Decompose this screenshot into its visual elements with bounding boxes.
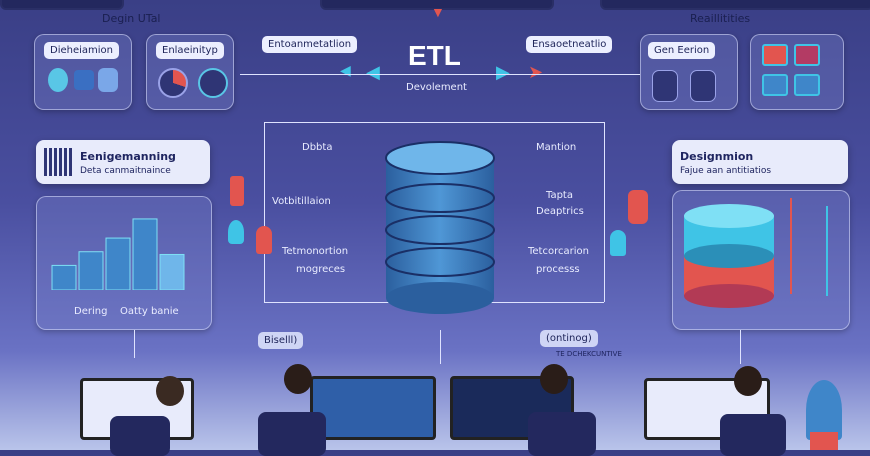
plant-icon [806,380,842,440]
header-left-title: Degin UTal [102,12,161,25]
left-bar-chart [46,200,196,290]
top-left-chip-2: Enlaeinityp [156,42,224,59]
red-user-icon [256,226,272,254]
chair-3 [528,412,596,456]
top-strip-box-right [600,0,870,10]
tool-icon [98,68,118,92]
plant-pot [810,432,838,450]
cyan-user-icon [610,230,626,256]
left-bar [133,219,157,290]
chair-2 [258,412,326,456]
bottom-line-right [740,330,741,364]
connector-line-top [240,74,640,75]
left-bar [160,254,184,290]
top-left-chip-1: Dieheiamion [44,42,119,59]
chair-1 [110,416,170,456]
mid-left-bottom-1: Tetmonortion [282,246,348,257]
mid-right-mid-1: Tapta [546,190,573,201]
left-panel-caption-1: Dering [74,306,107,317]
chart-icon [74,70,94,90]
person-3 [540,364,568,394]
right-arrow-icon: ▶ [496,62,510,83]
etl-title: ETL [408,40,461,72]
mid-left-top: Dbbta [302,142,332,153]
left-panel-subtitle: Deta canmaitnaince [80,166,171,176]
bottom-chip-right: (ontinog) [540,330,598,347]
monitor-2 [310,376,436,440]
export-icon [690,70,716,102]
mid-left-bottom-2: mogreces [296,264,345,275]
person-icon [48,68,68,92]
bottom-line-left [134,330,135,358]
red-cylinder-icon [628,190,648,224]
left-bar [106,238,130,290]
bottom-chip-left: Biselll) [258,332,303,349]
mid-right-bottom-1: Tetcorcarion [528,246,589,257]
connector-line-top-box [264,122,604,123]
right-storage-icon [680,200,780,312]
grid-icon-2 [794,44,820,66]
red-right-arrow-icon: ➤ [528,62,543,83]
mid-right-top: Mantion [536,142,576,153]
upload-icon [652,70,678,102]
database-icon [380,140,500,320]
person-1 [156,376,184,406]
etl-subtitle: Devolement [406,82,467,93]
left-bar [52,265,76,290]
top-right-chip-1: Ensaoetneatlio [526,36,612,53]
connector-line-left [264,122,265,302]
header-right-title: Reaillitities [690,12,750,25]
pie-chart-icon [158,68,188,98]
left-bar [79,252,103,290]
top-right-chip-2: Gen Eerion [648,42,715,59]
up-down-arrow-icon-2 [826,206,828,296]
mid-right-mid-2: Deaptrics [536,206,584,217]
grid-icon-1 [762,44,788,66]
up-down-arrow-icon [790,198,792,294]
gauge-icon [198,68,228,98]
left-panel-title: Eenigemanning [80,150,176,163]
left-arrow-icon: ◀ [366,62,380,83]
mid-right-bottom-2: processs [536,264,580,275]
bottom-line-mid [440,330,441,364]
person-2 [284,364,312,394]
top-strip-box-left [0,0,124,10]
person-4 [734,366,762,396]
cyan-drop-icon [228,220,244,244]
left-panel-caption-2: Oatty banie [120,306,179,317]
mid-left-mid: Votbitillaion [272,196,331,207]
connector-line-right [604,122,605,302]
right-panel-title: Designmion [680,150,753,163]
red-marker-icon [230,176,244,206]
grid-icon-3 [762,74,788,96]
bottom-chip-right-sub: TE DCHEKCUNTIVE [556,350,622,358]
barcode-icon [44,148,74,176]
grid-icon-4 [794,74,820,96]
right-panel-subtitle: Fajue aan antitiatios [680,166,771,176]
top-left-chip-3: Entoanmetatlion [262,36,357,53]
cyan-left-arrow-icon: ◀ [340,62,351,79]
top-down-arrow-icon: ▼ [431,4,445,20]
